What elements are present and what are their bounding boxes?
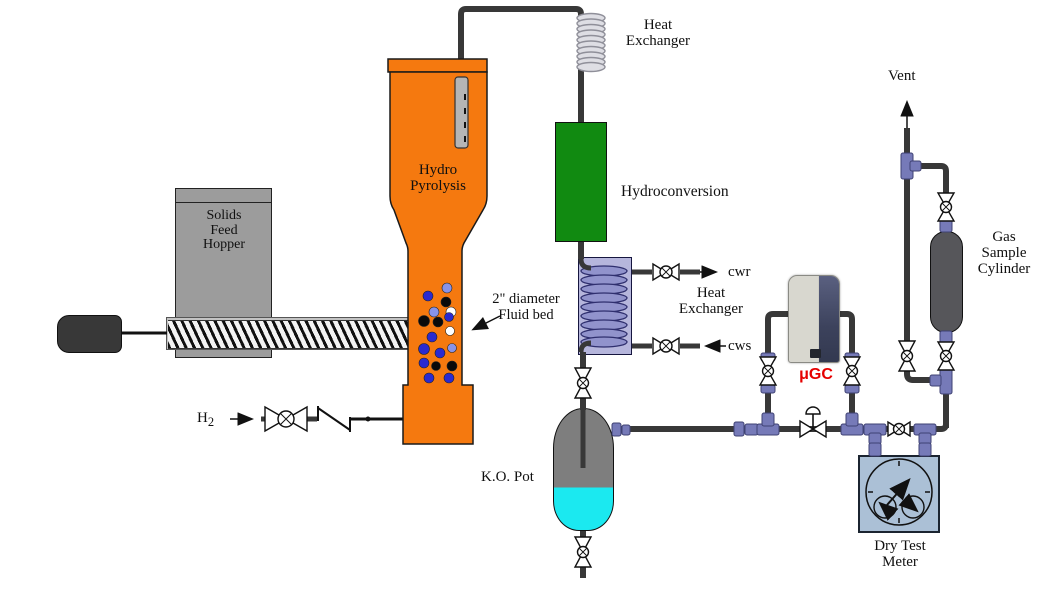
main-gas-line xyxy=(613,384,949,432)
h2-line-junction-dot xyxy=(365,416,371,422)
hopper-lid-line xyxy=(176,189,271,203)
main-line-needle-valve xyxy=(799,406,827,439)
meter-line-valve xyxy=(887,420,911,438)
ugc-inlet-valve xyxy=(758,356,778,386)
label-ugc: μGC xyxy=(799,366,833,383)
hydro-pyrolysis-reactor xyxy=(387,58,488,445)
kopot-drain-valve xyxy=(573,536,593,568)
h2-check-valve xyxy=(317,406,351,432)
gas-sample-cylinder-vessel xyxy=(930,231,963,333)
reactor-thermowell xyxy=(454,76,469,149)
meter-right-port-fitting xyxy=(918,442,932,457)
ugc-outlet-valve xyxy=(842,356,862,386)
cwr-valve xyxy=(652,262,680,282)
fluid-bed-particles xyxy=(418,282,458,384)
label-heat-exchanger-top: Heat Exchanger xyxy=(625,17,691,49)
process-pipes xyxy=(122,6,949,578)
reactor-lid xyxy=(387,58,488,73)
dry-test-meter-dial xyxy=(865,458,933,526)
ugc-outlet-line xyxy=(838,311,855,428)
label-hydroconversion: Hydroconversion xyxy=(621,183,729,200)
h2-globe-valve xyxy=(264,405,308,433)
ugc-front-panel xyxy=(819,276,839,362)
label-vent: Vent xyxy=(888,68,916,84)
label-heat-exchanger-mid: Heat Exchanger xyxy=(678,285,744,317)
meter-main-dial xyxy=(865,458,933,526)
cylinder-bottom-valve xyxy=(936,341,956,371)
label-solids-feed-hopper: Solids Feed Hopper xyxy=(203,208,245,252)
pipe-reactor-to-coil xyxy=(458,6,584,78)
heat-exchanger-mid-coil xyxy=(580,265,628,348)
fluid-bed-pointer-arrow xyxy=(471,315,501,331)
ugc-instrument xyxy=(788,275,840,363)
vent-line xyxy=(904,128,946,383)
meter-main-needle xyxy=(886,477,911,506)
valves xyxy=(264,192,956,568)
cylinder-top-branch xyxy=(907,163,949,200)
meter-left-port-fitting xyxy=(868,442,882,457)
label-ko-pot: K.O. Pot xyxy=(481,469,534,485)
meter-small-needle-right xyxy=(898,493,919,513)
heat-exchanger-top-coil xyxy=(576,12,606,73)
reactor-body xyxy=(389,71,488,445)
meter-dial-ticks xyxy=(868,461,930,523)
cylinder-top-valve xyxy=(936,192,956,222)
label-cws: cws xyxy=(728,338,752,354)
screw-auger xyxy=(168,320,411,349)
vent-line-valve xyxy=(897,340,917,372)
cws-valve xyxy=(652,336,680,356)
hydroconversion-reactor xyxy=(555,122,607,242)
hx-outlet-valve xyxy=(573,367,593,399)
meter-small-needle-left xyxy=(878,501,899,521)
hx-mid-elbows xyxy=(578,258,592,353)
label-hydro-pyrolysis: Hydro Pyrolysis xyxy=(410,162,466,194)
cylinder-return-tee xyxy=(939,367,953,395)
screw-feeder-motor xyxy=(57,315,122,353)
label-cwr: cwr xyxy=(728,264,751,280)
ugc-inlet-line xyxy=(765,311,790,428)
flow-arrows xyxy=(230,100,914,426)
main-line-union xyxy=(733,421,745,437)
label-dry-test-meter: Dry Test Meter xyxy=(874,538,926,570)
ugc-port xyxy=(810,349,821,358)
kopot-outlet-fitting xyxy=(611,422,622,437)
label-fluid-bed: 2" diameter Fluid bed xyxy=(492,291,560,323)
label-h2: H2 xyxy=(197,410,215,429)
label-gas-sample-cylinder: Gas Sample Cylinder xyxy=(977,229,1031,277)
